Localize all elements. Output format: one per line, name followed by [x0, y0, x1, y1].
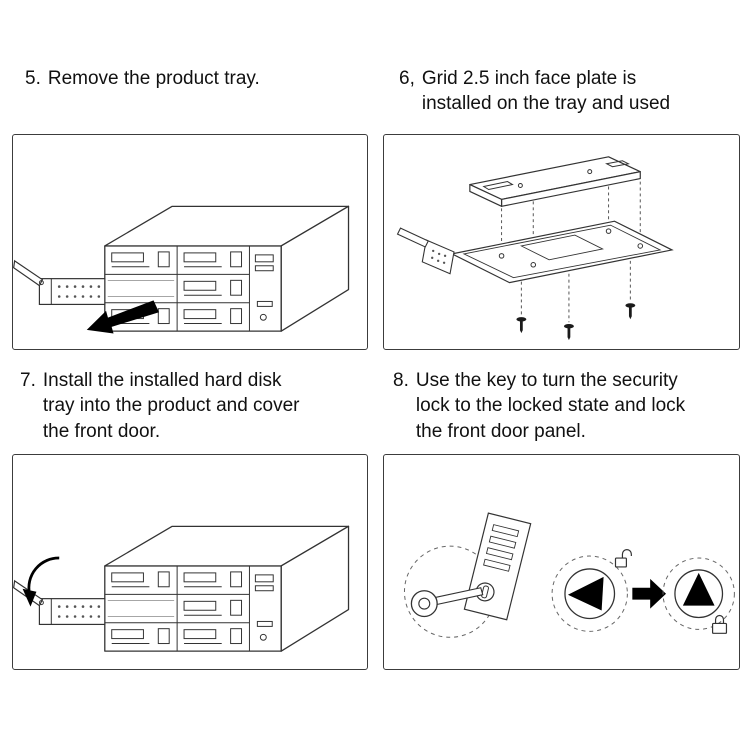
enclosure-body: [104, 525, 350, 652]
step-5-caption: 5. Remove the product tray.: [25, 66, 260, 91]
step-text: Remove the product tray.: [47, 68, 260, 89]
step-number: 5.: [25, 68, 41, 89]
open-bay-rails: [107, 600, 175, 617]
screw-icon: [516, 317, 527, 334]
lock-pointer: [567, 576, 604, 611]
closed-padlock-icon: [711, 614, 728, 634]
door-panel: [463, 512, 532, 621]
screw-icon: [563, 324, 574, 341]
bezel-vent-dots: [431, 249, 447, 264]
assembly-guide-lines-bottom: [520, 260, 631, 323]
tray-front-bezel: [421, 239, 455, 275]
hdd-tray: [396, 220, 674, 284]
step-text: Install the installed hard disk tray int…: [42, 370, 300, 442]
tray-handle: [396, 227, 429, 248]
drive-tray: [13, 579, 106, 626]
close-handle-arrow-icon: [22, 556, 60, 607]
tray-vent-dots: [57, 285, 101, 298]
step-6-caption: 6, Grid 2.5 inch face plate is installed…: [399, 66, 670, 117]
faceplate-install-drawing: [396, 156, 674, 341]
step-7-caption: 7. Install the installed hard disk tray …: [20, 368, 300, 444]
screw-icon: [625, 303, 636, 320]
lock-state-unlocked: [551, 549, 632, 632]
lock-state-locked: [662, 557, 735, 634]
install-tray-drawing: [13, 525, 350, 652]
step-number: 7.: [20, 370, 36, 391]
figure-box-remove-tray: [12, 134, 368, 350]
open-bay-rails: [107, 280, 175, 297]
open-padlock-icon: [614, 549, 632, 568]
step-number: 6,: [399, 68, 415, 89]
step-text: Use the key to turn the security lock to…: [415, 370, 686, 442]
face-plate-details: [482, 160, 630, 191]
step-8-caption: 8. Use the key to turn the security lock…: [393, 368, 685, 444]
remove-arrow-icon: [86, 300, 159, 334]
drive-tray: [13, 259, 106, 306]
face-plate: [469, 156, 641, 207]
key-icon: [410, 587, 484, 618]
tray-handle: [13, 259, 44, 287]
figure-box-lock-door: [383, 454, 740, 670]
lock-door-drawing: [403, 512, 735, 638]
remove-tray-drawing: [13, 205, 350, 334]
enclosure-front-details: [104, 565, 274, 652]
step-text: Grid 2.5 inch face plate is installed on…: [421, 68, 671, 115]
step-number: 8.: [393, 370, 409, 391]
figure-box-faceplate-install: [383, 134, 740, 350]
lock-pointer: [682, 572, 715, 606]
screws: [516, 303, 636, 341]
turn-arrow-icon: [632, 578, 667, 609]
tray-vent-dots: [57, 605, 101, 618]
figure-box-install-tray: [12, 454, 368, 670]
